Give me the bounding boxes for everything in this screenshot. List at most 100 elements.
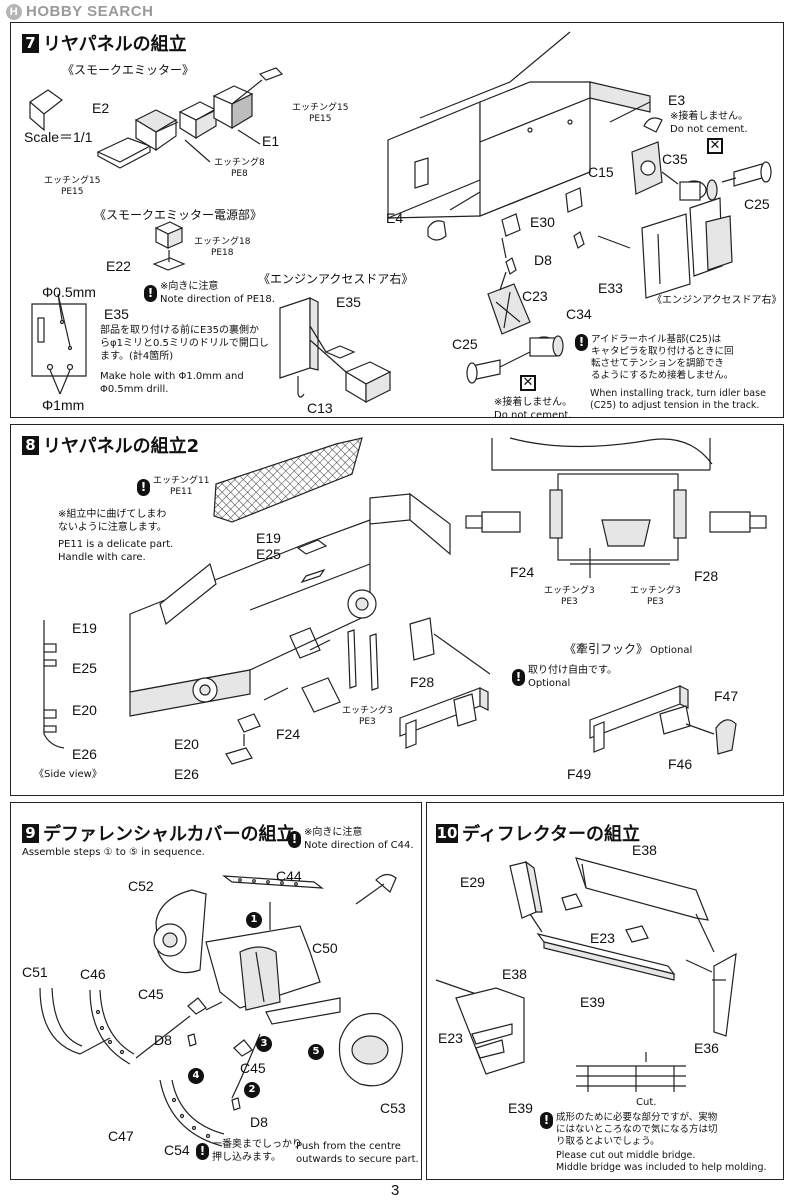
step7-title-text: リヤパネルの組立: [43, 34, 187, 55]
part-e3: E3: [668, 92, 686, 108]
part-c54: C54: [164, 1142, 190, 1158]
step7-number: 7: [22, 33, 39, 53]
part-e23-lower: E23: [438, 1030, 463, 1046]
part-e35-side: E35: [104, 306, 129, 322]
etch15-label-a: エッチング15 PE15: [44, 176, 101, 197]
side-view-label: 《Side view》: [34, 769, 102, 780]
step7-smoke-emitter-title: 《スモークエミッター》: [62, 63, 195, 77]
side-view-drawing: [43, 620, 65, 749]
optional-note: ! 取り付け自由です。 Optional: [512, 664, 617, 690]
part-c44: C44: [276, 868, 302, 884]
part-f49: F49: [567, 766, 592, 782]
part-e25: E25: [256, 546, 281, 562]
step-marker-1: 1: [246, 912, 262, 928]
power-unit-drawing: [152, 221, 186, 271]
engine-door-drawing: [279, 297, 392, 404]
part-e22: E22: [106, 258, 131, 274]
no-cement-note-1: ※接着しません。 Do not cement.: [670, 111, 749, 135]
part-c51: C51: [22, 964, 48, 980]
etch8-label: エッチング8 PE8: [214, 158, 265, 179]
step9-drawings: [39, 873, 404, 1147]
engine-door-label-right: 《エンジンアクセスドア右》: [652, 295, 782, 306]
part-c50: C50: [312, 940, 338, 956]
idler-note-en: When installing track, turn idler base (…: [590, 388, 766, 411]
part-f28: F28: [410, 674, 435, 690]
idler-parts-drawing: [427, 117, 772, 384]
part-c13: C13: [307, 400, 333, 416]
part-e38: E38: [632, 842, 657, 858]
step-marker-4: 4: [188, 1068, 204, 1084]
pe11-tag: ! エッチング11 PE11: [137, 476, 209, 498]
middle-bridge-note-en: Please cut out middle bridge. Middle bri…: [556, 1150, 767, 1173]
step9-sequence-note: Assemble steps ① to ⑤ in sequence.: [22, 847, 205, 858]
step7-panel: [10, 22, 784, 418]
watermark-text: HOBBY SEARCH: [26, 3, 154, 20]
part-e2: E2: [92, 100, 110, 116]
step9-panel: [10, 802, 422, 1180]
warning-icon: !: [575, 334, 588, 351]
phi1-label: Φ1mm: [42, 397, 85, 413]
step8-panel: [10, 424, 784, 796]
warning-icon: !: [512, 668, 525, 686]
page-number: 3: [391, 1182, 400, 1199]
part-c52: C52: [128, 878, 154, 894]
step7-title: 7 リヤパネルの組立: [22, 30, 187, 56]
drill-note-jp: 部品を取り付ける前にE35の裏側か らφ1ミリと0.5ミリのドリルで開口し ます…: [100, 325, 269, 362]
warning-icon: !: [137, 478, 150, 496]
part-e26: E26: [174, 766, 199, 782]
no-cement-icon-1: ✕: [707, 138, 723, 154]
part-e36: E36: [694, 1040, 719, 1056]
part-e39-lower: E39: [508, 1100, 533, 1116]
part-e20: E20: [174, 736, 199, 752]
part-f24-rear: F24: [510, 564, 535, 580]
warning-icon: !: [540, 1112, 553, 1129]
warning-icon: !: [144, 284, 157, 302]
part-e33: E33: [598, 280, 623, 296]
deflector-drawing: [435, 857, 737, 1092]
differential-cover-drawing: [39, 873, 404, 1147]
step7-engine-door-title: 《エンジンアクセスドア右》: [258, 272, 414, 286]
step10-number: 10: [436, 823, 458, 843]
part-e19-side: E19: [72, 620, 97, 636]
part-e25-side: E25: [72, 660, 97, 676]
pe11-careful-jp: ※組立中に曲げてしまわ ないように注意します。: [58, 509, 167, 533]
part-e4: E4: [386, 210, 404, 226]
step8-number: 8: [22, 435, 39, 455]
watermark: H HOBBY SEARCH: [6, 3, 153, 20]
smoke-emitter-drawing: [29, 67, 284, 169]
phi05-label: Φ0.5mm: [42, 284, 96, 300]
part-e19: E19: [256, 530, 281, 546]
step7-scale-label: Scale＝1/1: [24, 129, 93, 145]
part-e1: E1: [262, 133, 280, 149]
step8-drawings: [43, 437, 767, 765]
part-e39: E39: [580, 994, 605, 1010]
part-f47: F47: [714, 688, 739, 704]
part-e38-lower: E38: [502, 966, 527, 982]
etch3-label-c: エッチング3 PE3: [630, 586, 681, 607]
part-e20-side: E20: [72, 702, 97, 718]
pe11-careful-en: PE11 is a delicate part. Handle with car…: [58, 539, 174, 563]
part-d8: D8: [534, 252, 552, 268]
step8-title-text: リヤパネルの組立2: [43, 436, 200, 457]
step7-drawings: [29, 31, 772, 404]
middle-bridge-note: ! 成形のために必要な部分ですが、実物 にはないところなので気になる方は切 り取…: [540, 1112, 718, 1148]
part-c45-upper: C45: [138, 986, 164, 1002]
e35-plate-drawing: [31, 293, 87, 395]
step10-drawings: [435, 857, 737, 1092]
tow-bar-drawing: [399, 687, 489, 749]
part-e30: E30: [530, 214, 555, 230]
hull-rear-drawing: [387, 31, 651, 219]
step-marker-2: 2: [244, 1082, 260, 1098]
part-d8-upper: D8: [154, 1032, 172, 1048]
step9-title: 9 デファレンシャルカバーの組立: [22, 820, 294, 846]
no-cement-icon-2: ✕: [520, 375, 536, 391]
step8-title: 8 リヤパネルの組立2: [22, 432, 199, 458]
part-c34: C34: [566, 306, 592, 322]
part-f46: F46: [668, 756, 693, 772]
push-note-en: Push from the centre outwards to secure …: [296, 1141, 419, 1165]
step9-title-text: デファレンシャルカバーの組立: [43, 824, 295, 845]
step10-title-text: ディフレクターの組立: [462, 824, 641, 845]
rear-view-drawing: [465, 437, 767, 578]
etch3-label-b: エッチング3 PE3: [544, 586, 595, 607]
no-cement-note-2: ※接着しません。 Do not cement.: [494, 397, 573, 421]
